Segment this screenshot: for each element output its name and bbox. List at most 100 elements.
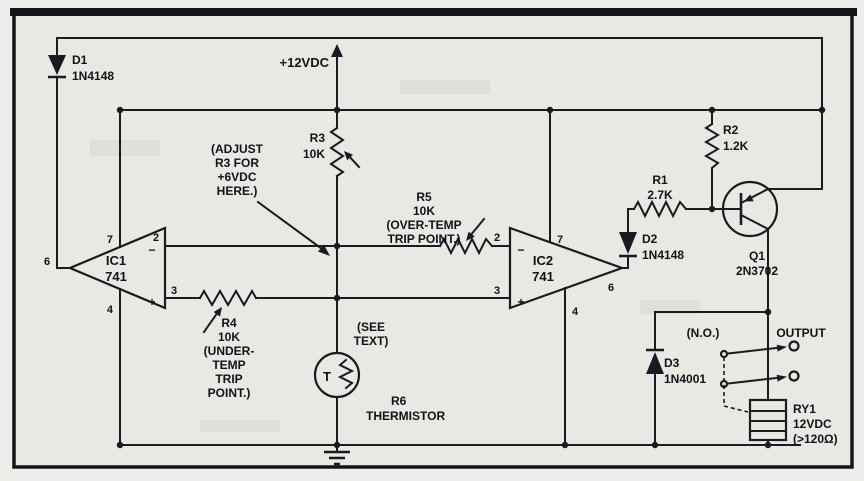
ic1-pin2-label: 2: [153, 232, 159, 244]
r3-ref: R3: [310, 131, 326, 145]
r4-note-line1: (UNDER-: [204, 344, 255, 358]
d1-diode-icon: [48, 55, 66, 75]
diode-d1: D1 1N4148: [48, 53, 114, 83]
r5-note-line1: (OVER-TEMP: [386, 218, 461, 232]
r6-inner-zigzag: [337, 358, 355, 390]
ic2-noninverting-sign: +: [517, 295, 524, 309]
d3-diode-icon: [646, 352, 664, 374]
r5-note-line2: TRIP POINT.): [387, 232, 460, 246]
r3-wiper-arrowhead-icon: [344, 151, 353, 161]
ic2-pin6-label: 6: [608, 282, 614, 294]
r4-resistor-icon: [198, 288, 258, 308]
d3-value: 1N4001: [664, 372, 706, 386]
r6-value: THERMISTOR: [366, 409, 445, 423]
opamp-ic1: IC1 741 7 2 − 3 + 4 6: [44, 226, 177, 316]
wire-d3-flyback: [654, 311, 769, 446]
d1-ref: D1: [72, 53, 88, 67]
output-terminal-bottom-icon: [788, 370, 800, 382]
potentiometer-r3: R3 10K: [303, 126, 361, 178]
r5-value: 10K: [413, 204, 435, 218]
ic1-value: 741: [105, 269, 127, 284]
q1-transistor-icon: [721, 180, 779, 238]
r4-note-line2: TEMP: [212, 358, 245, 372]
ic2-pin2-label: 2: [494, 232, 500, 244]
d2-ref: D2: [642, 232, 658, 246]
r5-wiper-arrowhead-icon: [466, 231, 475, 241]
r5-resistor-icon: [438, 236, 494, 256]
ic2-inverting-sign: −: [517, 243, 524, 257]
output-label: OUTPUT: [776, 326, 826, 340]
r4-note-line4: POINT.): [208, 386, 251, 400]
contact-arm-bottom-arrowhead-icon: [776, 374, 787, 382]
resistor-r2: R2 1.2K: [704, 122, 749, 170]
d1-value: 1N4148: [72, 69, 114, 83]
q1-pnp-emitter-arrowhead-icon: [744, 194, 754, 202]
r6-symbol-letter: T: [323, 369, 331, 384]
ic1-pin6-label: 6: [44, 256, 50, 268]
contact-arm-top: [725, 346, 784, 355]
see-text-line1: (SEE: [357, 320, 385, 334]
adjust-pointer-arrowhead-icon: [318, 244, 330, 256]
r3-resistor-icon: [329, 126, 345, 178]
opamp-ic2: IC2 741 2 − 7 3 + 4 6: [494, 226, 626, 318]
ic1-pin4-label: 4: [107, 304, 114, 316]
ic1-ref: IC1: [106, 253, 126, 268]
ry1-note: (>120Ω): [793, 432, 838, 446]
ic2-value: 741: [532, 269, 554, 284]
ic1-pin7-label: 7: [107, 234, 113, 246]
ic1-noninverting-sign: +: [148, 295, 155, 309]
relay-mechanical-link: [723, 357, 749, 413]
see-text-line2: TEXT): [354, 334, 389, 348]
output-terminal-top-icon: [788, 340, 800, 352]
wire-d1-column-ic1-output: [56, 37, 71, 269]
r4-wiper-arrowhead-icon: [213, 307, 222, 317]
adjust-line4: HERE.): [217, 184, 258, 198]
no-contact-label: (N.O.): [687, 326, 720, 340]
r5-ref: R5: [416, 190, 432, 204]
q1-ref: Q1: [749, 249, 765, 263]
ic1-opamp-triangle: [67, 226, 167, 310]
contact-arm-bottom: [725, 376, 784, 385]
thermistor-r6: T R6 THERMISTOR: [313, 351, 445, 423]
r4-wiper-arrow: [202, 310, 220, 334]
adjust-line2: R3 FOR: [215, 156, 259, 170]
schematic-frame: [12, 11, 854, 469]
supply-arrow-icon: [331, 44, 343, 57]
adjust-line1: (ADJUST: [211, 142, 264, 156]
r1-value: 2.7K: [647, 188, 673, 202]
potentiometer-r4: R4 10K (UNDER- TEMP TRIP POINT.): [198, 288, 258, 400]
ic2-ref: IC2: [533, 253, 553, 268]
supply-label: +12VDC: [280, 55, 330, 70]
ic2-opamp-triangle: [508, 226, 626, 310]
r4-note-line3: TRIP: [215, 372, 242, 386]
potentiometer-r5: R5 10K (OVER-TEMP TRIP POINT.): [386, 190, 494, 256]
transistor-q1: Q1 2N3702: [721, 180, 779, 278]
r4-value: 10K: [218, 330, 240, 344]
ic2-pin4-label: 4: [572, 306, 579, 318]
wire-top-rail-right-vertical: [56, 37, 823, 190]
ry1-ref: RY1: [793, 402, 816, 416]
resistor-r1: R1 2.7K: [632, 173, 688, 219]
adjust-line3: +6VDC: [217, 170, 256, 184]
r2-ref: R2: [723, 123, 739, 137]
r5-wiper-arrow: [468, 217, 486, 238]
relay-coil-ry1: RY1 12VDC (>120Ω): [748, 398, 838, 446]
ground-bars: [324, 450, 350, 466]
adjust-pointer-line: [256, 200, 324, 251]
ic1-pin3-label: 3: [171, 285, 177, 297]
ic2-pin7-label: 7: [557, 234, 563, 246]
q1-value: 2N3702: [736, 264, 778, 278]
ry1-coil-windings: [749, 410, 787, 432]
d3-ref: D3: [664, 356, 680, 370]
diode-d3: D3 1N4001: [646, 348, 706, 386]
r2-value: 1.2K: [723, 139, 749, 153]
diode-d2: D2 1N4148: [619, 232, 684, 262]
ic1-inverting-sign: −: [148, 243, 155, 257]
ry1-value: 12VDC: [793, 417, 832, 431]
r2-resistor-icon: [704, 122, 720, 170]
r1-ref: R1: [652, 173, 668, 187]
d2-diode-icon: [619, 232, 637, 254]
d2-value: 1N4148: [642, 248, 684, 262]
